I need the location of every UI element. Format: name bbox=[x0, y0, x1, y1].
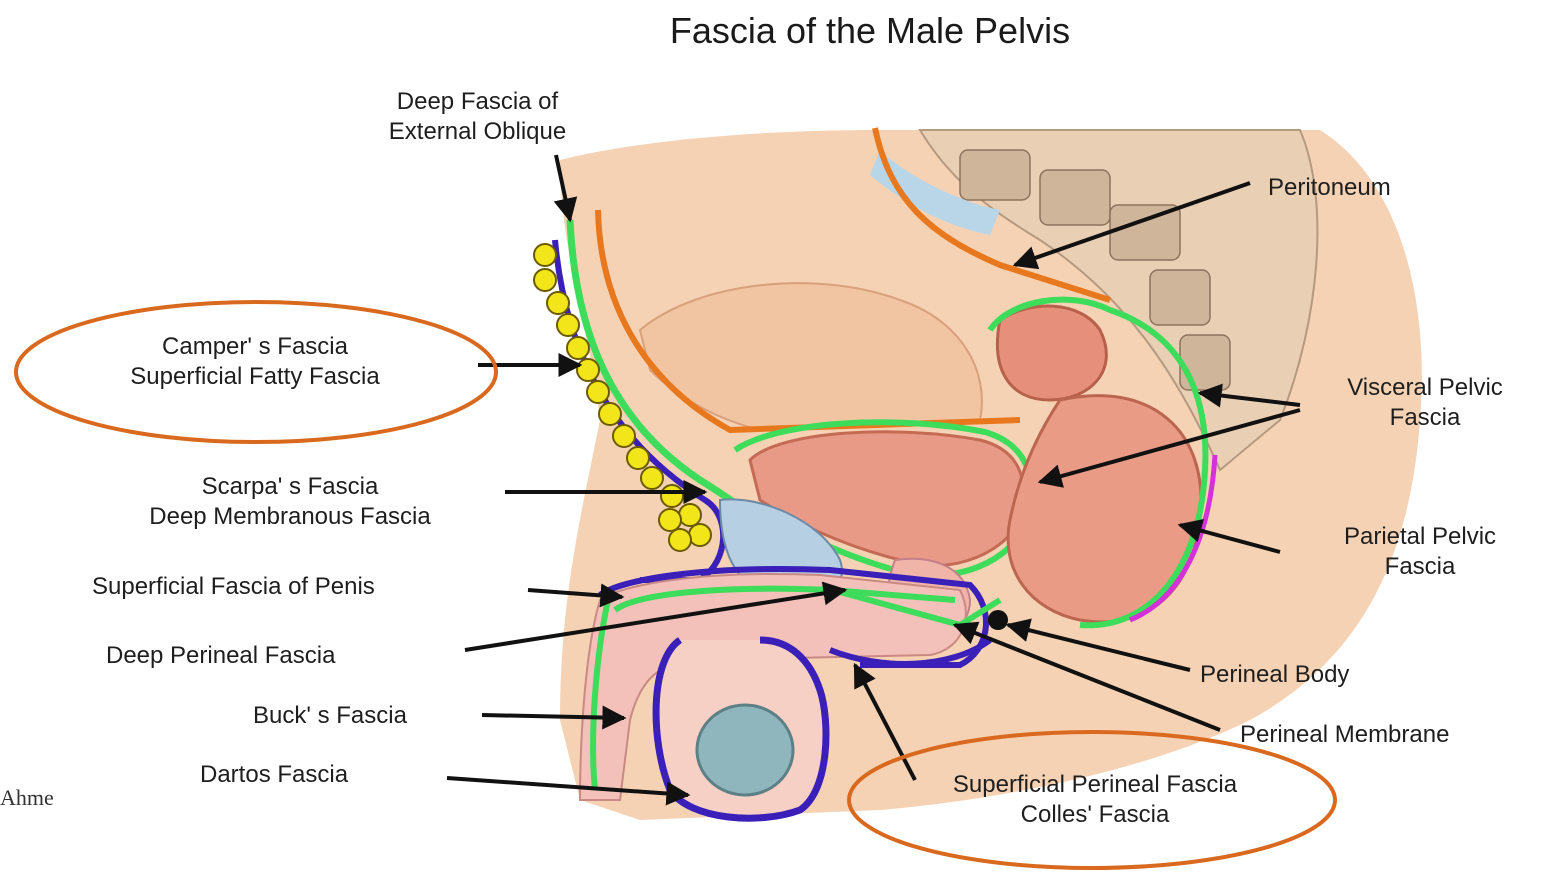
label-deep-fascia-external-oblique: Deep Fascia of External Oblique bbox=[320, 87, 635, 147]
testis bbox=[697, 705, 793, 795]
label-dartos-fascia: Dartos Fascia bbox=[200, 760, 348, 790]
rectum bbox=[997, 306, 1106, 400]
label-bucks-fascia: Buck' s Fascia bbox=[253, 701, 407, 731]
label-visceral-pelvic-fascia: Visceral Pelvic Fascia bbox=[1300, 373, 1550, 433]
label-deep-perineal-fascia: Deep Perineal Fascia bbox=[106, 641, 335, 671]
label-line-1: Camper' s Fascia bbox=[50, 332, 460, 362]
label-line-1: Scarpa' s Fascia bbox=[80, 472, 500, 502]
label-scarpas-fascia: Scarpa' s Fascia Deep Membranous Fascia bbox=[80, 472, 500, 532]
label-line-1: Visceral Pelvic bbox=[1300, 373, 1550, 403]
label-line-2: Colles' Fascia bbox=[870, 800, 1320, 830]
label-superficial-perineal-fascia: Superficial Perineal Fascia Colles' Fasc… bbox=[870, 770, 1320, 830]
edge-text: Ahme bbox=[0, 785, 54, 811]
label-line-1: Superficial Perineal Fascia bbox=[870, 770, 1320, 800]
label-peritoneum: Peritoneum bbox=[1268, 173, 1391, 203]
label-line-2: Deep Membranous Fascia bbox=[80, 502, 500, 532]
label-line-2: External Oblique bbox=[320, 117, 635, 147]
label-line-2: Fascia bbox=[1300, 403, 1550, 433]
label-superficial-fascia-penis: Superficial Fascia of Penis bbox=[92, 572, 375, 602]
label-campers-fascia: Camper' s Fascia Superficial Fatty Fasci… bbox=[50, 332, 460, 392]
label-perineal-body: Perineal Body bbox=[1200, 660, 1349, 690]
page-title: Fascia of the Male Pelvis bbox=[0, 10, 1562, 52]
perineal-body-dot bbox=[988, 610, 1008, 630]
label-line-1: Deep Fascia of bbox=[320, 87, 635, 117]
label-parietal-pelvic-fascia: Parietal Pelvic Fascia bbox=[1295, 522, 1545, 582]
label-perineal-membrane: Perineal Membrane bbox=[1240, 720, 1449, 750]
label-line-2: Fascia bbox=[1295, 552, 1545, 582]
label-line-2: Superficial Fatty Fascia bbox=[50, 362, 460, 392]
label-line-1: Parietal Pelvic bbox=[1295, 522, 1545, 552]
